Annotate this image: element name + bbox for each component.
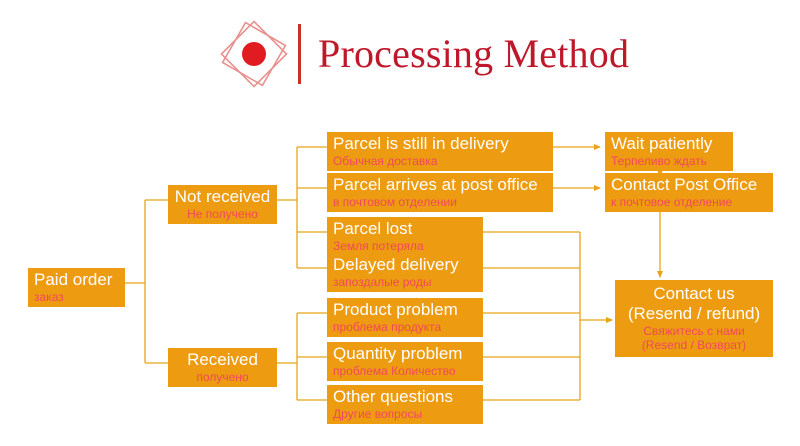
node-parcel-at-post-office[interactable]: Parcel arrives at post office в почтовом…	[327, 173, 553, 212]
header-divider	[298, 24, 301, 84]
node-contact-us-en-line2: (Resend / refund)	[627, 304, 761, 323]
node-contact-post-office-ru: к почтовое отделение	[611, 195, 733, 209]
node-parcel-at-post-office-en: Parcel arrives at post office	[333, 175, 538, 194]
node-quantity-problem[interactable]: Quantity problem проблема Количество	[327, 342, 483, 381]
node-contact-us-ru-line2: (Resend / Возврат)	[641, 338, 747, 352]
node-other-questions-en: Other questions	[333, 387, 454, 406]
node-parcel-in-delivery-ru: Обычная доставка	[333, 154, 438, 168]
node-product-problem-ru: проблема продукта	[333, 320, 442, 334]
node-quantity-problem-en: Quantity problem	[333, 344, 463, 363]
node-parcel-lost-ru: Земля потеряла	[333, 239, 424, 253]
node-parcel-lost[interactable]: Parcel lost Земля потеряла	[327, 217, 483, 256]
node-contact-us[interactable]: Contact us (Resend / refund) Свяжитесь с…	[615, 280, 773, 357]
node-not-received-ru: Не получено	[187, 207, 258, 221]
node-paid-order-en: Paid order	[34, 270, 113, 289]
node-parcel-in-delivery-en: Parcel is still in delivery	[333, 134, 509, 153]
double-diamond-red-dot-logo-icon	[218, 18, 290, 90]
node-other-questions-ru: Другие вопросы	[333, 407, 423, 421]
node-paid-order-ru: заказ	[34, 290, 64, 304]
node-quantity-problem-ru: проблема Количество	[333, 364, 456, 378]
node-delayed-delivery-en: Delayed delivery	[333, 255, 459, 274]
node-not-received-en: Not received	[174, 187, 271, 206]
header: Processing Method	[0, 0, 800, 110]
node-contact-us-en-line1: Contact us	[653, 284, 735, 303]
node-delayed-delivery[interactable]: Delayed delivery запоздалые роды	[327, 253, 483, 292]
node-contact-post-office[interactable]: Contact Post Office к почтовое отделение	[605, 173, 773, 212]
node-wait-patiently-en: Wait patiently	[611, 134, 713, 153]
node-wait-patiently[interactable]: Wait patiently Терпеливо ждать	[605, 132, 733, 171]
node-parcel-at-post-office-ru: в почтовом отделении	[333, 195, 457, 209]
node-product-problem[interactable]: Product problem проблема продукта	[327, 298, 483, 337]
node-not-received[interactable]: Not received Не получено	[168, 185, 277, 224]
node-parcel-lost-en: Parcel lost	[333, 219, 413, 238]
node-parcel-in-delivery[interactable]: Parcel is still in delivery Обычная дост…	[327, 132, 553, 171]
node-received[interactable]: Received получено	[168, 348, 277, 387]
node-other-questions[interactable]: Other questions Другие вопросы	[327, 385, 483, 424]
page-title: Processing Method	[318, 31, 630, 76]
node-wait-patiently-ru: Терпеливо ждать	[611, 154, 707, 168]
node-delayed-delivery-ru: запоздалые роды	[333, 275, 432, 289]
node-paid-order[interactable]: Paid order заказ	[28, 268, 125, 307]
node-received-ru: получено	[196, 370, 249, 384]
node-product-problem-en: Product problem	[333, 300, 458, 319]
node-received-en: Received	[187, 350, 258, 369]
node-contact-us-ru-line1: Свяжитесь с нами	[643, 324, 745, 338]
node-contact-post-office-en: Contact Post Office	[611, 175, 758, 194]
